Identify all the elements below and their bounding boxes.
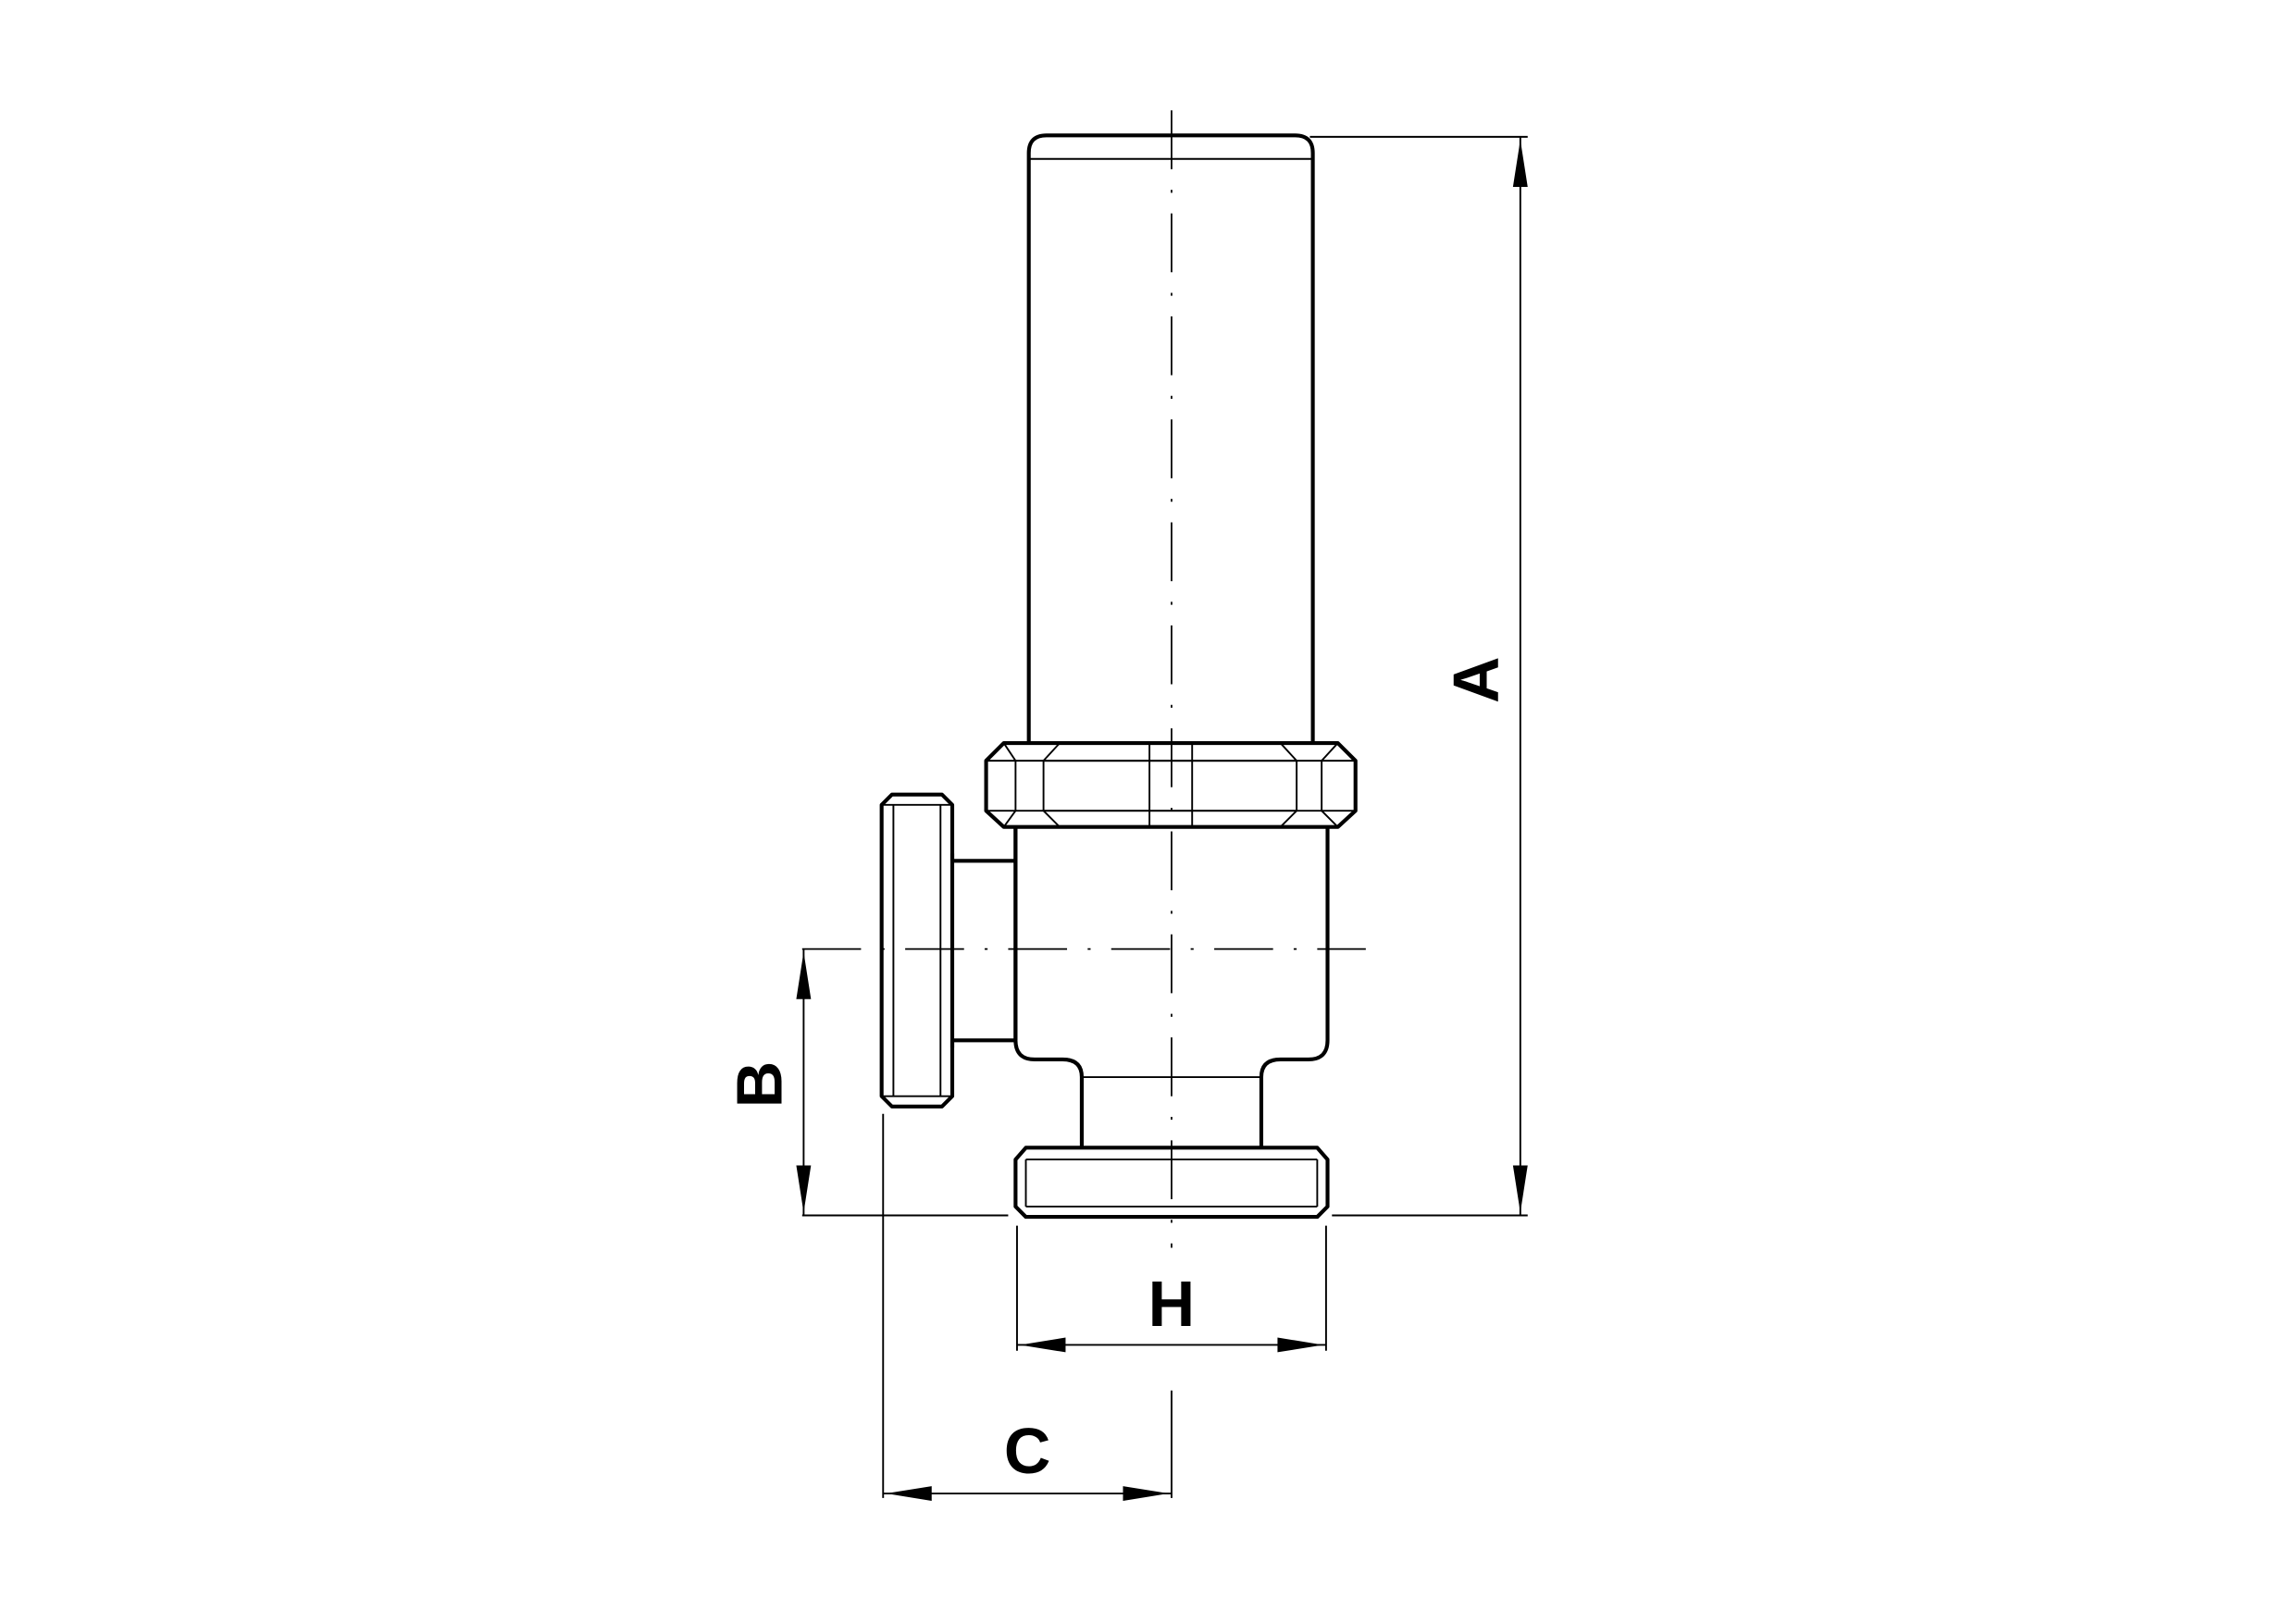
hex-nut: [984, 740, 1358, 829]
dimension-a: A: [1309, 135, 1528, 1217]
dimension-label-b: B: [724, 1061, 796, 1109]
side-port: [879, 792, 1018, 1109]
centerlines: [801, 110, 1366, 1248]
dimension-label-a: A: [1440, 656, 1512, 703]
dimension-label-h: H: [1148, 1268, 1196, 1340]
valve-body: [1013, 826, 1330, 1148]
dimension-b: B: [724, 948, 1009, 1217]
dimension-label-c: C: [1004, 1415, 1051, 1487]
dimension-h: H: [1016, 1225, 1327, 1353]
dimension-c: C: [882, 1113, 1173, 1502]
bottom-flange: [1013, 1146, 1330, 1220]
bonnet-cylinder: [1026, 133, 1315, 744]
